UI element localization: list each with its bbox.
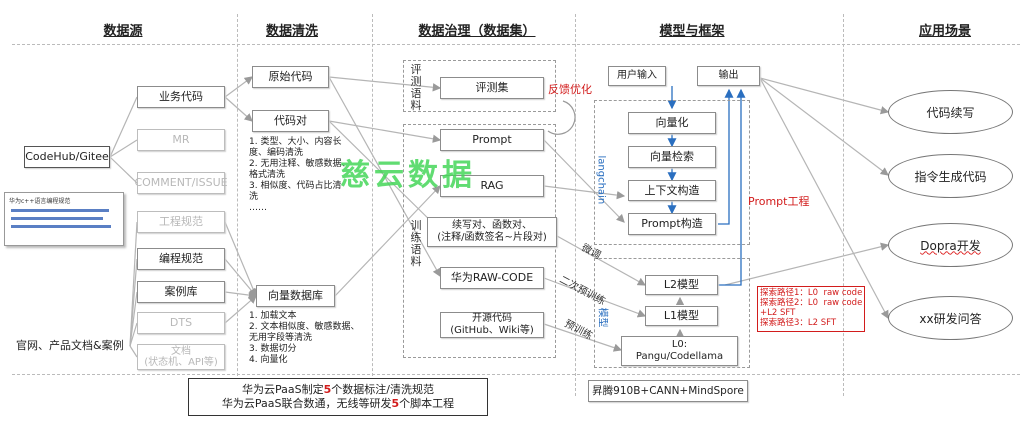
vector-db-box: 向量数据库: [256, 285, 335, 307]
docs-box: 文档 (状态机、API等): [137, 344, 225, 370]
header-data-source: 数据源: [103, 24, 143, 39]
l1-model-box: L1模型: [645, 306, 718, 326]
eval-corpus-label: 评测语料: [410, 63, 422, 112]
code-pair-notes: 1. 类型、大小、内容长 度、编码清洗 2. 无用注释、敏感数据、 格式清洗 3…: [249, 137, 351, 213]
continuation-pair-box: 续写对、函数对、 (注释/函数签名~片段对): [427, 217, 557, 247]
column-separator: [575, 14, 576, 396]
vector-search-box: 向量检索: [628, 146, 716, 168]
column-separator: [843, 14, 844, 396]
models-label: 模型: [596, 307, 608, 328]
column-separator: [237, 14, 238, 396]
footer-text: 个脚本工程: [399, 397, 455, 410]
output-box: 输出: [697, 66, 760, 86]
context-construct-box: 上下文构造: [628, 180, 716, 201]
footer-text: 华为云PaaS制定: [242, 383, 324, 396]
footer-line-2: 华为云PaaS联合数通，无线等研发5个脚本工程: [222, 397, 454, 411]
header-data-cleaning: 数据清洗: [265, 24, 319, 39]
business-code-box: 业务代码: [137, 86, 225, 108]
footer-text: 个数据标注/清洗规范: [331, 383, 434, 396]
train-corpus-label: 训练语料: [410, 219, 422, 268]
app-xx-qa: xx研发问答: [888, 296, 1013, 340]
mr-box: MR: [137, 129, 225, 151]
header-data-governance: 数据治理（数据集）: [418, 24, 536, 39]
dts-box: DTS: [137, 312, 225, 334]
thumbnail-line: [11, 217, 103, 220]
footer-box: 华为云PaaS制定5个数据标注/清洗规范 华为云PaaS联合数通，无线等研发5个…: [188, 378, 488, 416]
codehub-box: CodeHub/Gitee: [24, 146, 110, 168]
coding-spec-box: 编程规范: [137, 248, 225, 270]
l2-model-box: L2模型: [645, 275, 718, 295]
footer-line-1: 华为云PaaS制定5个数据标注/清洗规范: [242, 383, 434, 397]
rag-box: RAG: [440, 175, 544, 197]
eval-corpus-group: [403, 60, 556, 112]
header-application: 应用场景: [918, 24, 972, 39]
feedback-label: 反馈优化: [548, 83, 592, 96]
official-site-label: 官网、产品文档&案例: [16, 339, 124, 352]
footer-count: 5: [391, 397, 400, 410]
footer-text: 华为云PaaS联合数通，无线等研发: [221, 397, 392, 410]
prompt-construct-box: Prompt构造: [628, 213, 716, 235]
case-lib-box: 案例库: [137, 281, 225, 303]
eval-set-box: 评测集: [440, 77, 544, 99]
comment-issue-box: COMMENT/ISSUE: [134, 172, 228, 194]
exploration-path-note: 探索路径1：L0 raw code 探索路径2：L0 raw code +L2 …: [757, 286, 865, 332]
thumbnail-title: 华为c++语言编程规范: [9, 198, 71, 205]
coding-spec-thumbnail: 华为c++语言编程规范: [4, 192, 124, 246]
vectorize-box: 向量化: [628, 112, 716, 134]
thumbnail-line: [11, 209, 109, 212]
header-model-framework: 模型与框架: [659, 24, 725, 39]
prompt-box: Prompt: [440, 129, 544, 151]
app-dopra-label: Dopra开发: [920, 238, 981, 253]
app-dopra: Dopra开发: [888, 223, 1013, 267]
footer-count: 5: [323, 383, 332, 396]
code-pair-box: 代码对: [252, 110, 329, 132]
app-instruction-gen: 指令生成代码: [888, 154, 1013, 198]
header-separator: [12, 44, 1020, 45]
huawei-raw-code-box: 华为RAW-CODE: [440, 267, 544, 289]
app-code-continuation: 代码续写: [888, 90, 1013, 134]
thumbnail-line: [11, 225, 111, 228]
langchain-group: [594, 100, 750, 245]
watermark: 慈云数据: [340, 158, 476, 193]
raw-code-box: 原始代码: [252, 66, 329, 88]
l0-model-box: L0: Pangu/Codellama: [621, 336, 738, 366]
langchain-label: langchain: [595, 155, 607, 205]
open-source-box: 开源代码 (GitHub、Wiki等): [440, 312, 544, 338]
models-group: [594, 258, 750, 368]
hardware-box: 昇腾910B+CANN+MindSpore: [588, 380, 748, 402]
column-separator: [372, 14, 373, 396]
prompt-engineering-label: Prompt工程: [748, 195, 810, 208]
vector-db-notes: 1. 加载文本 2. 文本相似度、敏感数据、 无用字段等清洗 3. 数据切分 4…: [249, 311, 360, 365]
user-input-box: 用户输入: [608, 66, 666, 86]
footer-separator: [12, 374, 1020, 375]
eng-spec-box: 工程规范: [137, 211, 225, 233]
